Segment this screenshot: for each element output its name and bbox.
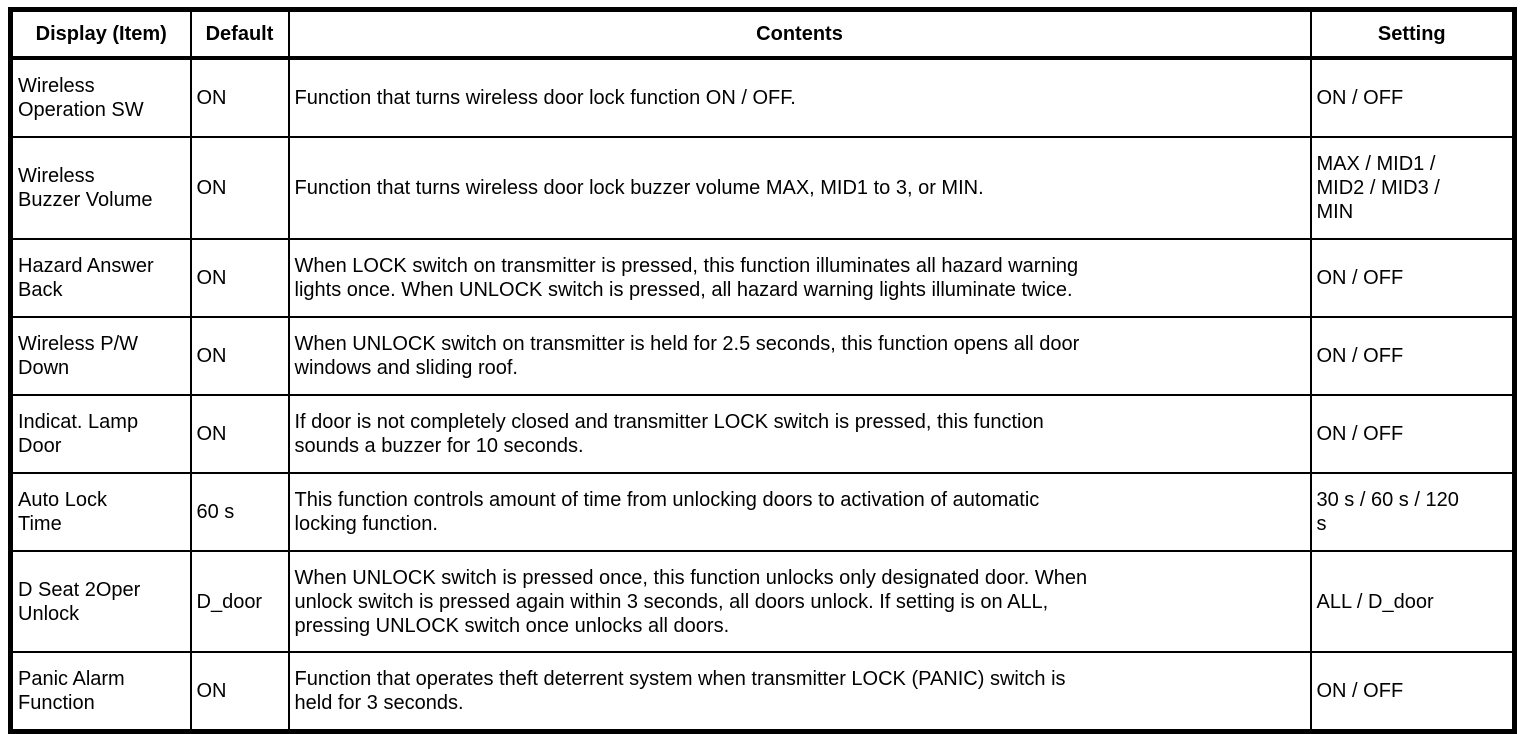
table-row: Panic Alarm Function ON Function that op… bbox=[9, 651, 1516, 733]
setting-cell: MAX / MID1 / MID2 / MID3 / MIN bbox=[1309, 136, 1516, 240]
table-body: Wireless Operation SW ON Function that t… bbox=[9, 57, 1516, 733]
default-cell: D_door bbox=[189, 550, 290, 653]
contents-cell: When UNLOCK switch on transmitter is hel… bbox=[287, 316, 1312, 396]
wireless-door-lock-settings-table: Display (Item) Default Contents Setting … bbox=[8, 7, 1517, 734]
contents-cell: Function that turns wireless door lock f… bbox=[287, 57, 1312, 138]
item-cell: Panic Alarm Function bbox=[9, 651, 192, 733]
setting-cell: 30 s / 60 s / 120 s bbox=[1309, 472, 1516, 552]
header-cell-setting: Setting bbox=[1309, 8, 1516, 60]
header-row: Display (Item) Default Contents Setting bbox=[9, 8, 1516, 60]
table-row: Auto Lock Time 60 s This function contro… bbox=[9, 472, 1516, 552]
table-row: Wireless Buzzer Volume ON Function that … bbox=[9, 136, 1516, 240]
setting-cell: ON / OFF bbox=[1309, 238, 1516, 318]
default-cell: ON bbox=[189, 238, 290, 318]
contents-cell: If door is not completely closed and tra… bbox=[287, 394, 1312, 474]
table-row: Wireless P/W Down ON When UNLOCK switch … bbox=[9, 316, 1516, 396]
contents-cell: When UNLOCK switch is pressed once, this… bbox=[287, 550, 1312, 653]
item-cell: D Seat 2Oper Unlock bbox=[9, 550, 192, 653]
default-cell: ON bbox=[189, 394, 290, 474]
contents-cell: Function that turns wireless door lock b… bbox=[287, 136, 1312, 240]
setting-cell: ON / OFF bbox=[1309, 651, 1516, 733]
table-row: D Seat 2Oper Unlock D_door When UNLOCK s… bbox=[9, 550, 1516, 653]
item-cell: Wireless Buzzer Volume bbox=[9, 136, 192, 240]
item-cell: Hazard Answer Back bbox=[9, 238, 192, 318]
table-header: Display (Item) Default Contents Setting bbox=[9, 8, 1516, 60]
default-cell: ON bbox=[189, 57, 290, 138]
default-cell: ON bbox=[189, 136, 290, 240]
header-cell-display-item: Display (Item) bbox=[9, 8, 192, 60]
header-cell-default: Default bbox=[189, 8, 290, 60]
item-cell: Wireless Operation SW bbox=[9, 57, 192, 138]
setting-cell: ALL / D_door bbox=[1309, 550, 1516, 653]
default-cell: ON bbox=[189, 651, 290, 733]
table-row: Hazard Answer Back ON When LOCK switch o… bbox=[9, 238, 1516, 318]
item-cell: Wireless P/W Down bbox=[9, 316, 192, 396]
item-cell: Auto Lock Time bbox=[9, 472, 192, 552]
contents-cell: This function controls amount of time fr… bbox=[287, 472, 1312, 552]
contents-cell: Function that operates theft deterrent s… bbox=[287, 651, 1312, 733]
default-cell: 60 s bbox=[189, 472, 290, 552]
table-row: Indicat. Lamp Door ON If door is not com… bbox=[9, 394, 1516, 474]
setting-cell: ON / OFF bbox=[1309, 394, 1516, 474]
default-cell: ON bbox=[189, 316, 290, 396]
setting-cell: ON / OFF bbox=[1309, 57, 1516, 138]
item-cell: Indicat. Lamp Door bbox=[9, 394, 192, 474]
table-row: Wireless Operation SW ON Function that t… bbox=[9, 57, 1516, 138]
setting-cell: ON / OFF bbox=[1309, 316, 1516, 396]
header-cell-contents: Contents bbox=[287, 8, 1312, 60]
contents-cell: When LOCK switch on transmitter is press… bbox=[287, 238, 1312, 318]
